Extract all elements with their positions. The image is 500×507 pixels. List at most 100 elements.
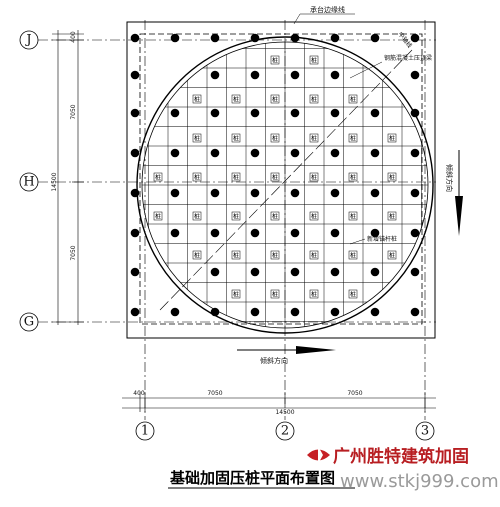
pile-dot — [130, 108, 140, 118]
pile-dot — [210, 307, 220, 317]
new-pile-symbol: 桩 — [270, 172, 280, 182]
new-pile-symbol: 桩 — [387, 172, 397, 182]
pile-dot — [370, 267, 380, 277]
new-pile-symbol: 桩 — [348, 133, 358, 143]
new-pile-box — [270, 211, 280, 221]
new-pile-symbol-text: 桩 — [233, 96, 239, 104]
pile-dot — [210, 228, 220, 238]
new-pile-box — [309, 250, 319, 260]
new-pile-box — [348, 211, 358, 221]
new-pile-symbol-text: 桩 — [233, 174, 239, 182]
marker-leader — [349, 238, 366, 245]
pile-dot — [290, 70, 300, 80]
new-pile-symbol: 桩 — [192, 250, 202, 260]
pile-dot — [330, 108, 340, 118]
pile-grid — [142, 42, 428, 328]
pile-dot — [330, 33, 340, 43]
new-pile-symbol-text: 桩 — [311, 135, 317, 143]
new-pile-box — [231, 250, 241, 260]
pile-dot — [410, 108, 420, 118]
plate-label: 钢筋混凝土压顶梁 — [384, 54, 432, 62]
new-pile-box — [270, 55, 280, 65]
new-pile-symbol: 桩 — [192, 211, 202, 221]
pile-dot — [170, 228, 180, 238]
new-pile-symbol-text: 桩 — [194, 252, 200, 260]
new-pile-box — [309, 289, 319, 299]
dim-bottom-400: 400 — [133, 390, 145, 397]
foundation-circle-outer — [136, 36, 434, 334]
new-pile-symbol: 桩 — [231, 289, 241, 299]
new-pile-symbol-text: 桩 — [389, 252, 395, 260]
new-pile-symbol: 桩 — [270, 94, 280, 104]
left-dimension-chain — [52, 30, 84, 325]
col-axis-bubbles — [135, 421, 435, 441]
new-pile-symbol: 桩 — [153, 211, 163, 221]
new-pile-symbol-text: 桩 — [389, 213, 395, 221]
pile-dot — [210, 148, 220, 158]
new-pile-symbol-text: 桩 — [311, 96, 317, 104]
pile-dot — [370, 148, 380, 158]
new-pile-symbol: 桩 — [387, 211, 397, 221]
new-pile-symbol-text: 桩 — [311, 57, 317, 65]
dim-left-7050-bottom: 7050 — [70, 245, 77, 260]
pile-dot — [410, 188, 420, 198]
new-pile-box — [192, 211, 202, 221]
new-pile-box — [387, 133, 397, 143]
col-label-1: 1 — [141, 424, 149, 439]
pile-dot — [370, 188, 380, 198]
new-pile-symbol: 桩 — [270, 55, 280, 65]
new-pile-box — [348, 172, 358, 182]
pile-dot — [210, 33, 220, 43]
new-pile-box — [231, 133, 241, 143]
new-pile-symbols: 桩桩桩桩桩桩桩桩桩桩桩桩桩桩桩桩桩桩桩桩桩桩桩桩桩桩桩桩桩桩桩桩桩桩桩桩桩 — [153, 55, 397, 299]
new-pile-symbol-text: 桩 — [272, 291, 278, 299]
pile-dot — [250, 188, 260, 198]
dim-bottom-7050-left: 7050 — [207, 390, 222, 397]
pile-dot — [210, 267, 220, 277]
new-pile-symbol: 桩 — [348, 172, 358, 182]
pile-dot — [170, 148, 180, 158]
cap-edge-label: 承台边缘线 — [310, 5, 345, 14]
new-pile-box — [348, 289, 358, 299]
new-pile-symbol-text: 桩 — [233, 291, 239, 299]
new-pile-symbol: 桩 — [348, 250, 358, 260]
tilt-arrow-right — [237, 346, 336, 354]
new-pile-box — [348, 94, 358, 104]
pile-dot — [250, 108, 260, 118]
cap-inner-dashed — [139, 33, 423, 325]
new-pile-symbol: 桩 — [387, 250, 397, 260]
new-pile-box — [309, 211, 319, 221]
pile-dot — [370, 33, 380, 43]
center-diagonal-line — [159, 49, 413, 311]
pile-dot — [410, 228, 420, 238]
new-pile-symbol-text: 桩 — [233, 135, 239, 143]
pile-dot — [290, 108, 300, 118]
pile-dot — [330, 148, 340, 158]
new-pile-box — [309, 55, 319, 65]
new-pile-symbol-text: 桩 — [272, 252, 278, 260]
pile-dot — [250, 228, 260, 238]
new-pile-symbol: 桩 — [231, 133, 241, 143]
dim-bottom-14500: 14500 — [275, 409, 294, 416]
pile-dot — [130, 33, 140, 43]
new-pile-symbol-text: 桩 — [350, 135, 356, 143]
new-pile-symbol: 桩 — [348, 211, 358, 221]
new-pile-box — [387, 172, 397, 182]
col-label-2: 2 — [281, 424, 289, 439]
new-pile-symbol-text: 桩 — [233, 252, 239, 260]
pile-dot — [330, 188, 340, 198]
pile-dot — [370, 228, 380, 238]
pile-dot — [250, 267, 260, 277]
new-pile-symbol-text: 桩 — [350, 96, 356, 104]
pile-dot — [410, 307, 420, 317]
new-pile-symbol-text: 桩 — [272, 96, 278, 104]
pile-dot — [370, 108, 380, 118]
pile-dot — [290, 228, 300, 238]
dim-left-14500: 14500 — [51, 172, 58, 191]
cap-outline — [126, 21, 436, 339]
new-pile-symbol: 桩 — [231, 211, 241, 221]
new-pile-symbol-text: 桩 — [311, 252, 317, 260]
tilt-right-label: 倾斜方向 — [260, 356, 288, 365]
new-pile-box — [192, 94, 202, 104]
